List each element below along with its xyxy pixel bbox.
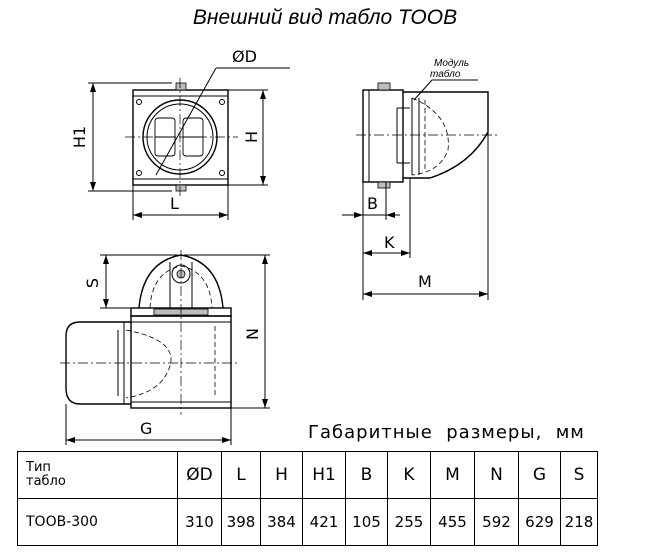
header-type-line2: табло xyxy=(26,474,66,489)
table-cell: 384 xyxy=(260,498,303,546)
table-header-cell: K xyxy=(387,451,431,499)
k-label: K xyxy=(384,233,395,252)
front-view xyxy=(125,78,238,198)
table-header-cell: M xyxy=(430,451,475,499)
table-header-type: Тип табло xyxy=(17,451,178,499)
table-cell: 105 xyxy=(345,498,388,546)
table-header-cell: ØD xyxy=(177,451,222,499)
table-header-cell: G xyxy=(518,451,561,499)
m-label: M xyxy=(418,272,432,291)
table-cell: 455 xyxy=(430,498,475,546)
h-label: H xyxy=(242,131,261,143)
table-cell: 255 xyxy=(387,498,431,546)
dia-d-label: ØD xyxy=(232,47,257,66)
table-cell: 310 xyxy=(177,498,222,546)
top-view xyxy=(60,250,240,415)
table-header-cell: H1 xyxy=(302,451,346,499)
table-cell: 592 xyxy=(474,498,519,546)
table-row: ТООВ-300 310 398 384 421 105 255 455 592… xyxy=(17,498,598,546)
table-cell: 218 xyxy=(560,498,598,546)
dimensions-table: Тип табло ØD L H H1 B K M N G S ТООВ-300… xyxy=(17,451,598,546)
table-row-type: ТООВ-300 xyxy=(17,498,178,546)
dimensions-caption: Габаритные размеры, мм xyxy=(308,422,585,443)
module-label-line1: Модуль xyxy=(434,58,469,69)
b-label: B xyxy=(367,194,378,213)
side-view xyxy=(356,82,500,189)
g-label: G xyxy=(140,419,152,438)
l-label: L xyxy=(170,194,179,213)
n-label: N xyxy=(243,328,262,340)
table-header-cell: B xyxy=(345,451,388,499)
table-cell: 398 xyxy=(221,498,261,546)
module-label-line2: табло xyxy=(430,68,461,80)
table-cell: 629 xyxy=(518,498,561,546)
table-header-cell: H xyxy=(260,451,303,499)
table-header-cell: L xyxy=(221,451,261,499)
technical-drawing: ØD H1 H L Модуль табло xyxy=(60,47,500,445)
s-label: S xyxy=(83,278,102,288)
drawing-title: Внешний вид табло ТООВ xyxy=(192,6,458,29)
h1-label: H1 xyxy=(70,126,89,148)
table-cell: 421 xyxy=(302,498,346,546)
table-header-cell: N xyxy=(474,451,519,499)
header-type-line1: Тип xyxy=(26,460,51,475)
table-header-cell: S xyxy=(560,451,598,499)
table-header-row: Тип табло ØD L H H1 B K M N G S xyxy=(17,451,598,499)
